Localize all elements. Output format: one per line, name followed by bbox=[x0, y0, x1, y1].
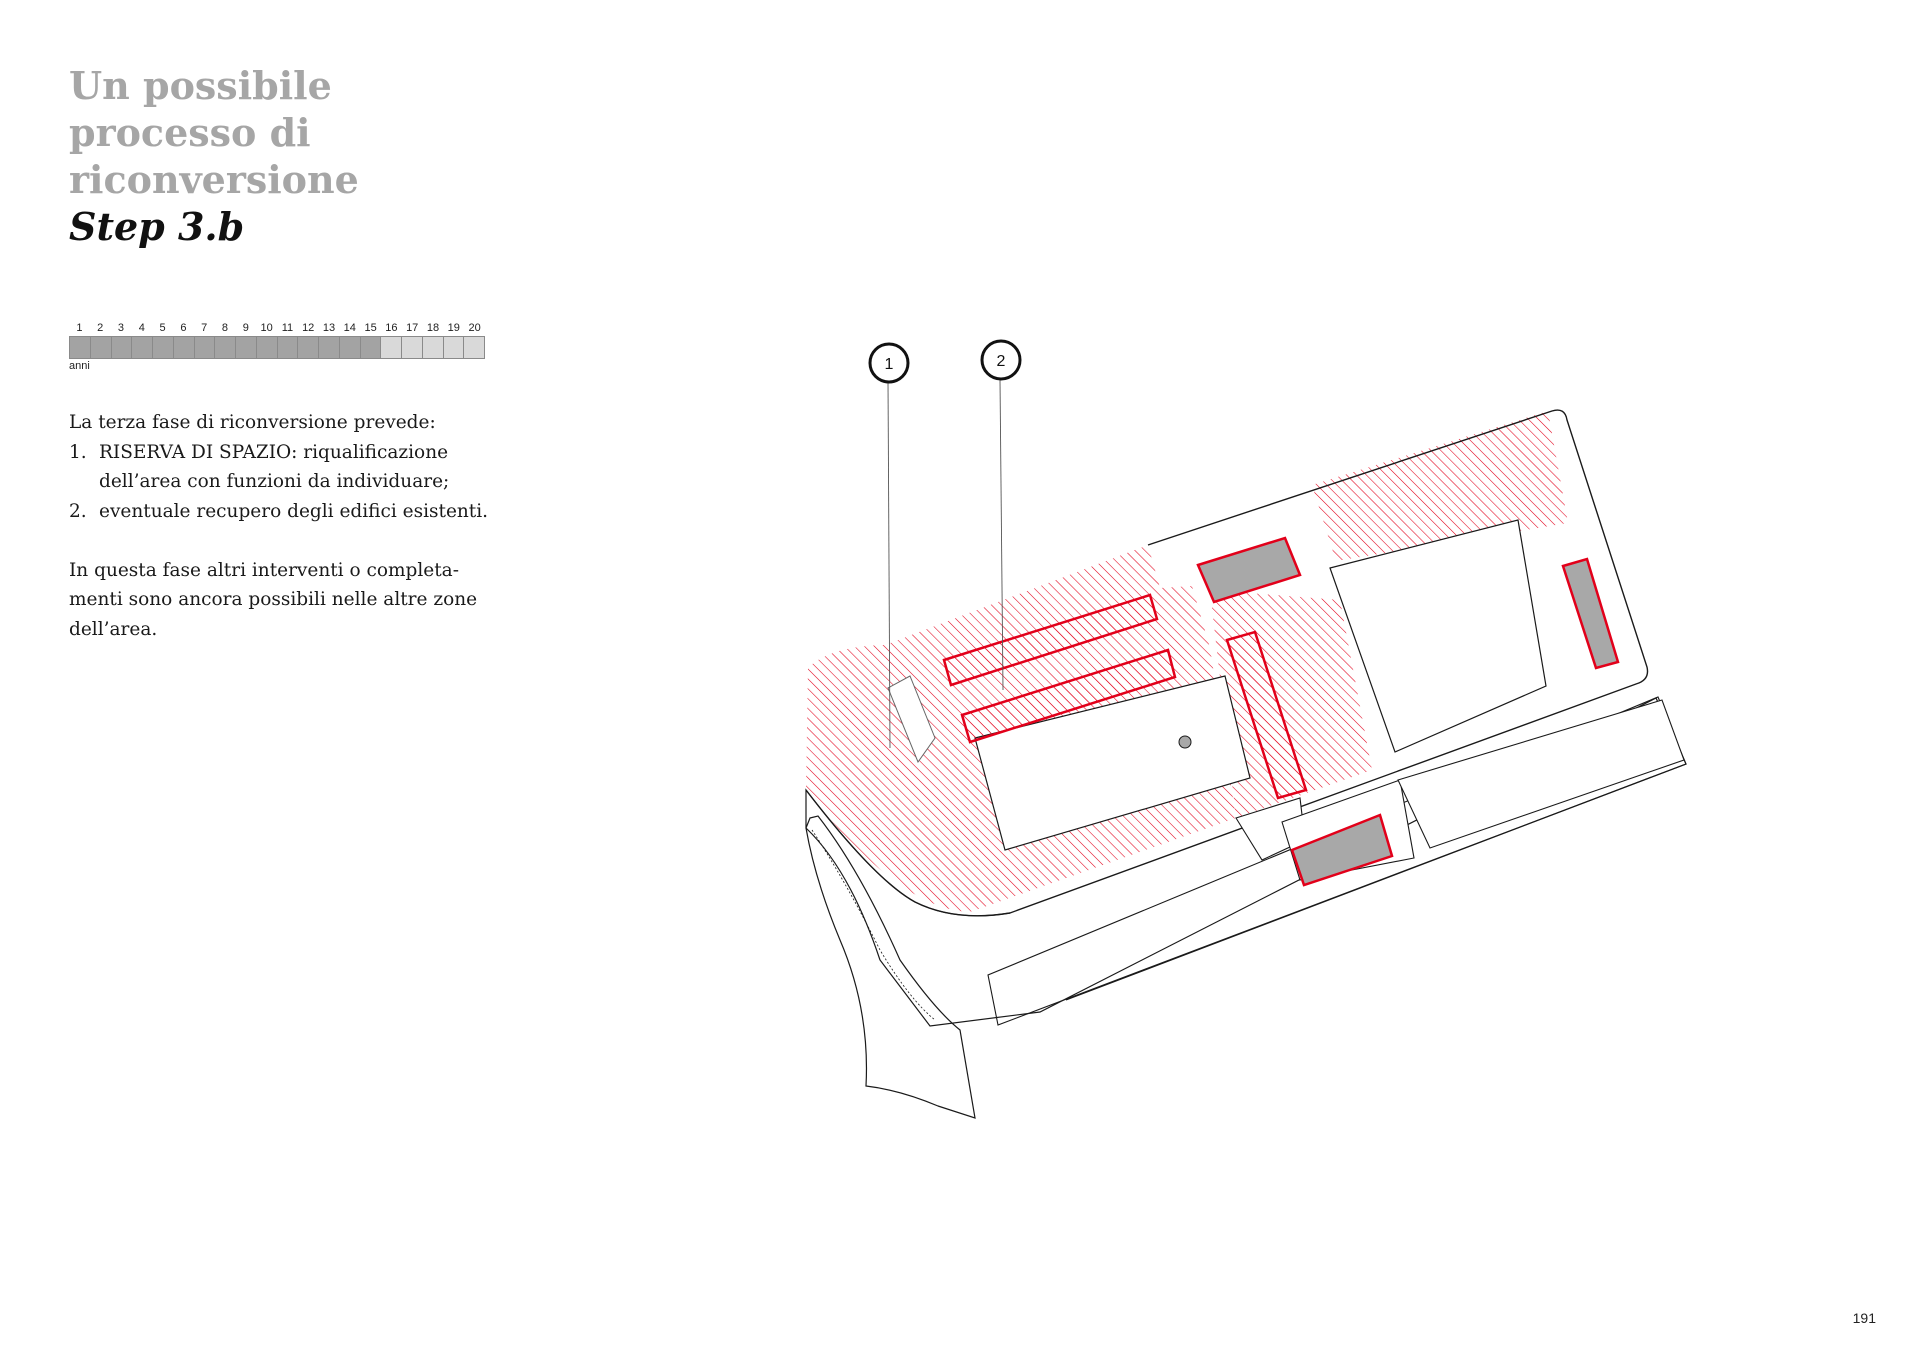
paragraph-line: menti sono ancora possibili nelle altre … bbox=[69, 589, 478, 610]
timeline-cell-remaining bbox=[443, 337, 465, 358]
reserve-building bbox=[1225, 630, 1308, 800]
timeline-cell-completed bbox=[256, 337, 278, 358]
timeline-year-label: 8 bbox=[221, 322, 229, 334]
timeline-cell-completed bbox=[319, 337, 340, 358]
timeline-cell-completed bbox=[277, 337, 299, 358]
page-number: 191 bbox=[1852, 1310, 1876, 1326]
timeline-year-label: 5 bbox=[159, 322, 166, 334]
timeline-year-label: 7 bbox=[201, 322, 208, 334]
timeline-year-label: 13 bbox=[322, 322, 336, 334]
second-paragraph: In questa fase altri interventi o comple… bbox=[69, 556, 509, 645]
timeline-cell-completed bbox=[90, 337, 112, 358]
timeline-year-label: 1 bbox=[76, 322, 83, 334]
reserve-building bbox=[942, 593, 1159, 687]
marker-1-label: 1 bbox=[885, 356, 894, 373]
timeline-year-label: 20 bbox=[468, 322, 481, 334]
list-item-text: dell’area con funzioni da individuare; bbox=[99, 471, 450, 492]
timeline-cell-completed bbox=[70, 337, 91, 358]
timeline-year-label: 10 bbox=[260, 322, 273, 334]
marker-2-label: 2 bbox=[997, 353, 1006, 370]
well-icon bbox=[1178, 735, 1192, 749]
list-item-text: eventuale recupero degli edifici esisten… bbox=[99, 500, 489, 522]
timeline-cell-completed bbox=[153, 337, 174, 358]
marker-leader-line bbox=[999, 379, 1004, 691]
timeline-year-label: 9 bbox=[242, 322, 249, 334]
timeline-cell-remaining bbox=[402, 337, 423, 358]
timeline-year-label: 6 bbox=[180, 322, 187, 334]
page-title: Un possibile processo di riconversione S… bbox=[69, 62, 359, 250]
list-item: 1. RISERVA DI SPAZIO: riqualificazione d… bbox=[69, 438, 509, 497]
site-plan-diagram: 1 2 bbox=[805, 339, 1687, 1119]
hatched-area-top bbox=[1312, 411, 1568, 561]
timeline-cell-completed bbox=[360, 337, 382, 358]
marker-2: 2 bbox=[980, 339, 1022, 381]
access-road-centerline bbox=[811, 829, 936, 1021]
phase-list: 1. RISERVA DI SPAZIO: riqualificazione d… bbox=[69, 438, 509, 527]
timeline-cell-completed bbox=[132, 337, 153, 358]
timeline-bar bbox=[69, 336, 485, 359]
existing-building bbox=[1561, 557, 1620, 670]
marker-1: 1 bbox=[868, 342, 910, 384]
body-text: La terza fase di riconversione prevede: … bbox=[69, 408, 509, 644]
reserve-building bbox=[960, 648, 1177, 744]
timeline-year-label: 2 bbox=[97, 322, 104, 334]
timeline-cell-completed bbox=[298, 337, 319, 358]
paragraph-line: In questa fase altri interventi o comple… bbox=[69, 559, 459, 581]
timeline-cell-completed bbox=[173, 337, 195, 358]
timeline-year-label: 3 bbox=[117, 322, 125, 334]
timeline-year-label: 16 bbox=[385, 322, 398, 334]
timeline-cell-completed bbox=[215, 337, 236, 358]
timeline-cell-remaining bbox=[422, 337, 444, 358]
list-item-number: 2. bbox=[69, 500, 87, 522]
timeline-cell-remaining bbox=[464, 337, 484, 358]
timeline-cell-completed bbox=[111, 337, 133, 358]
timeline-year-label: 17 bbox=[406, 322, 419, 334]
timeline-year-label: 14 bbox=[343, 322, 356, 334]
timeline-year-label: 18 bbox=[426, 322, 440, 334]
timeline-year-label: 19 bbox=[447, 322, 460, 334]
timeline-cell-completed bbox=[194, 337, 216, 358]
timeline-cell-completed bbox=[339, 337, 361, 358]
title-line-1: Un possibile bbox=[69, 63, 332, 108]
timeline-year-label: 15 bbox=[364, 322, 377, 334]
lot-large-right bbox=[1329, 519, 1547, 753]
lot-large-left bbox=[974, 675, 1251, 851]
existing-building bbox=[1290, 813, 1394, 887]
list-item-text: RISERVA DI SPAZIO: riqualificazione bbox=[99, 441, 449, 463]
access-road bbox=[805, 815, 976, 1119]
timeline-unit: anni bbox=[69, 360, 90, 372]
lot-lower-right bbox=[1397, 699, 1685, 849]
title-line-2: processo di bbox=[69, 110, 311, 155]
marker-leader-line bbox=[887, 380, 891, 749]
existing-building bbox=[1196, 536, 1302, 604]
lower-strip-outline bbox=[805, 697, 1687, 1027]
paragraph-line: dell’area. bbox=[69, 618, 158, 640]
title-line-3: riconversione bbox=[69, 157, 359, 202]
timeline-year-label: 12 bbox=[302, 322, 315, 334]
list-item: 2. eventuale recupero degli edifici esis… bbox=[69, 497, 509, 527]
step-label: Step 3.b bbox=[69, 204, 245, 249]
timeline-year-label: 4 bbox=[138, 322, 145, 334]
list-item-number: 1. bbox=[69, 441, 87, 463]
intro-text: La terza fase di riconversione prevede: bbox=[69, 412, 436, 433]
timeline-cell-remaining bbox=[381, 337, 402, 358]
timeline-year-label: 11 bbox=[281, 322, 294, 334]
timeline-cell-completed bbox=[236, 337, 257, 358]
small-white-block bbox=[887, 675, 936, 764]
